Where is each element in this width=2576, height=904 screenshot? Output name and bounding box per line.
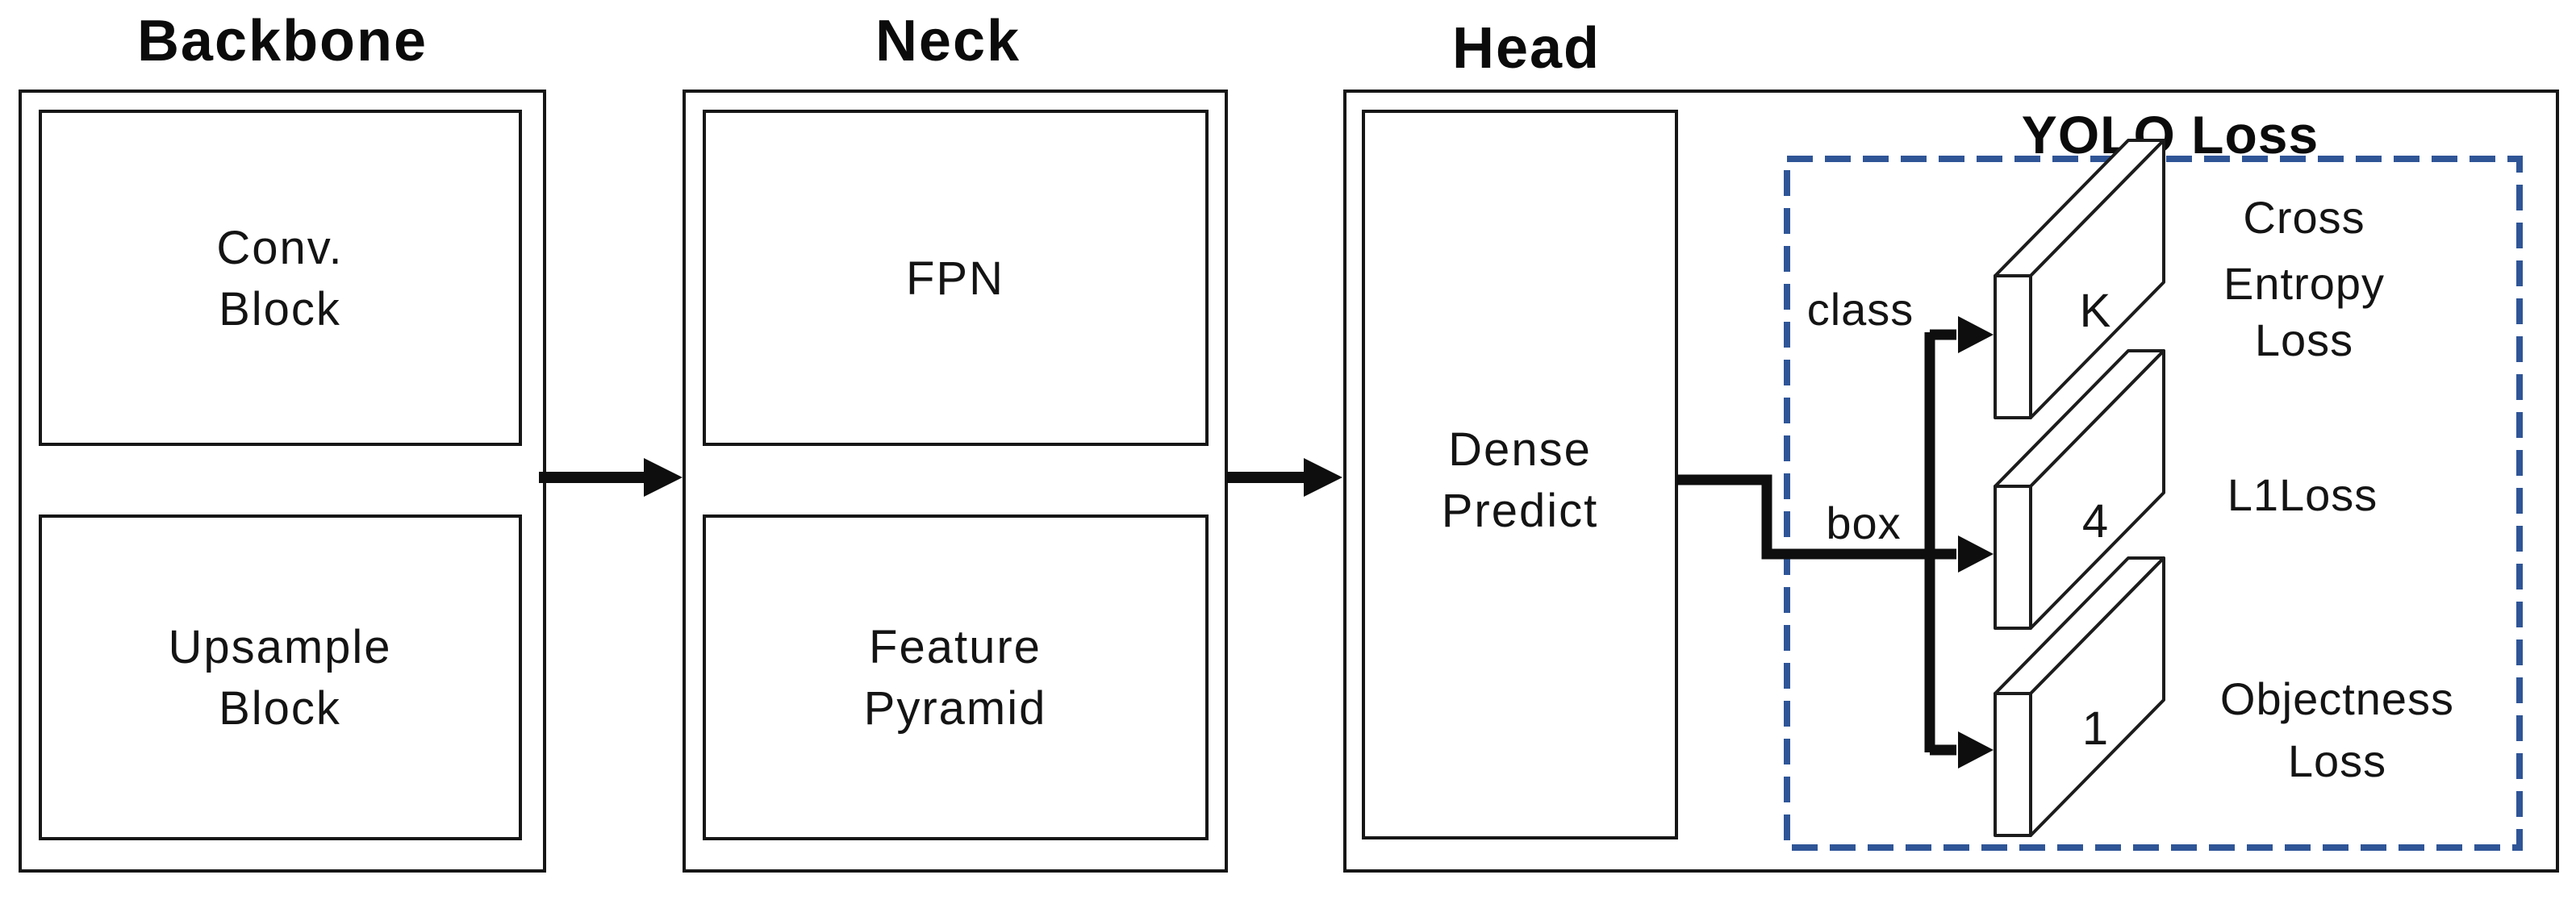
slab-4-label: 4 (2082, 495, 2110, 548)
yolo-loss-title: YOLO Loss (2022, 105, 2319, 165)
objectness-loss-label: Objectness Loss (2220, 673, 2454, 786)
arrow-neck-to-head (1226, 458, 1342, 497)
dense-predict-label-line1: Dense (1448, 423, 1592, 476)
slab-k: K (1994, 139, 2165, 419)
arrowhead-icon (1958, 731, 1994, 769)
conv-block-label-line1: Conv. (216, 222, 343, 274)
slab-k-label: K (2080, 285, 2113, 337)
arrow-backbone-to-neck (539, 458, 683, 497)
cross-entropy-loss-label: Cross Entropy Loss (2223, 192, 2385, 365)
upsample-block-box (39, 514, 522, 840)
slab-4: 4 (1994, 349, 2165, 630)
arrowhead-icon (644, 458, 683, 497)
feature-pyramid-label-line2: Pyramid (864, 682, 1047, 735)
arrowhead-icon (1304, 458, 1342, 497)
dense-predict-output-wire (1676, 316, 1994, 769)
upsample-block-label-line1: Upsample (168, 621, 391, 673)
objectness-line1: Objectness (2220, 673, 2454, 724)
l1-loss-label: L1Loss (2227, 469, 2378, 520)
cross-entropy-line1: Cross (2243, 192, 2365, 243)
feature-pyramid-box (703, 514, 1209, 840)
upsample-block-label-line2: Block (219, 682, 341, 735)
head-title: Head (1452, 16, 1601, 81)
cross-entropy-line2: Entropy (2223, 258, 2385, 309)
backbone-title: Backbone (137, 9, 428, 73)
conv-block-label-line2: Block (219, 283, 341, 335)
dense-predict-label-line2: Predict (1442, 485, 1599, 537)
fpn-label: FPN (906, 252, 1004, 305)
conv-block-box (39, 110, 522, 446)
arrowhead-icon (1958, 316, 1994, 353)
objectness-line2: Loss (2288, 735, 2386, 786)
dense-predict-box (1362, 110, 1678, 839)
box-branch-label: box (1826, 498, 1901, 548)
class-branch-label: class (1807, 284, 1914, 335)
neck-title: Neck (875, 9, 1021, 73)
arrowhead-icon (1958, 535, 1994, 573)
slab-1: 1 (1994, 556, 2165, 837)
fpn-box (703, 110, 1209, 446)
feature-pyramid-label-line1: Feature (869, 621, 1042, 673)
cross-entropy-line3: Loss (2255, 315, 2353, 365)
slab-1-label: 1 (2082, 702, 2110, 755)
